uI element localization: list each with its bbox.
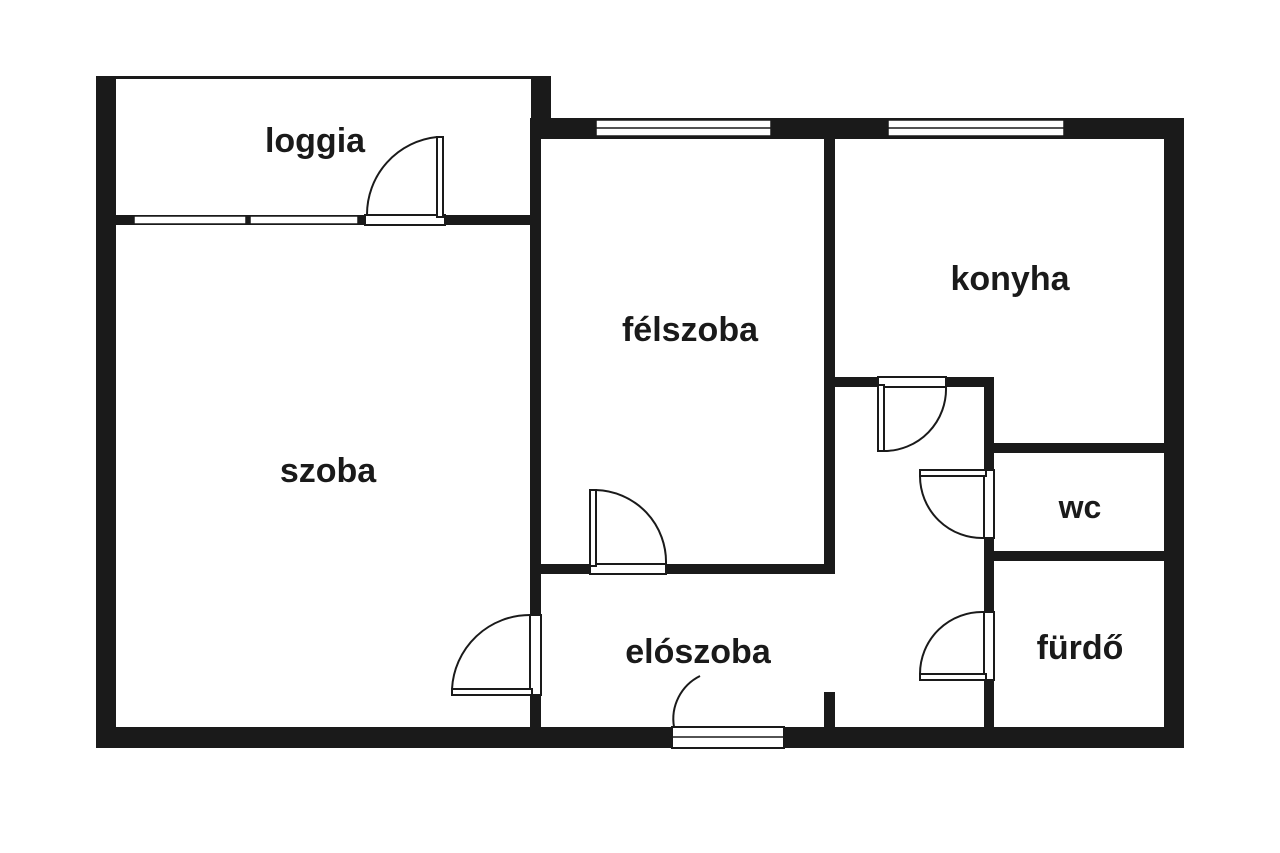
windows [133,119,1065,225]
wall-hall-stub [824,692,835,732]
opening-wc-door [983,469,995,539]
openings [364,214,995,749]
door-konyha [877,384,948,452]
opening-konyha-door [877,376,947,388]
room-label-konyha: konyha [950,260,1070,298]
wall-hall-right [984,377,994,747]
doors [365,136,987,728]
opening-furdo-door [983,611,995,681]
room-label-felszoba: félszoba [622,311,759,349]
door-loggia [365,136,444,218]
wall-szoba-right [530,118,541,748]
window-felszoba [595,119,772,137]
door-furdo [919,610,987,681]
window-szoba-loggia [133,215,359,225]
room-label-szoba: szoba [280,452,377,490]
wall-wc-bottom [984,551,1184,561]
window-konyha [887,119,1065,137]
wall-loggia-top [96,76,551,79]
wall-wc-top [984,443,1184,453]
room-label-furdo: fürdő [1037,629,1124,667]
opening-felszoba-door [589,563,667,575]
room-label-wc: wc [1058,489,1102,525]
door-szoba [451,613,533,696]
door-felszoba [589,489,668,567]
wall-felszoba-right [824,118,835,574]
door-entrance [672,675,701,728]
door-wc [919,469,987,540]
wall-outer-bottom [96,727,1184,748]
room-label-eloszoba: elószoba [625,633,772,671]
room-label-loggia: loggia [265,122,366,160]
wall-outer-right [1164,118,1184,748]
opening-loggia-door [364,214,446,226]
wall-felszoba-bottom [530,564,835,574]
wall-outer-left [96,78,116,748]
room-labels: loggia félszoba konyha szoba wc elószoba… [265,122,1123,671]
opening-szoba-door [529,614,542,696]
